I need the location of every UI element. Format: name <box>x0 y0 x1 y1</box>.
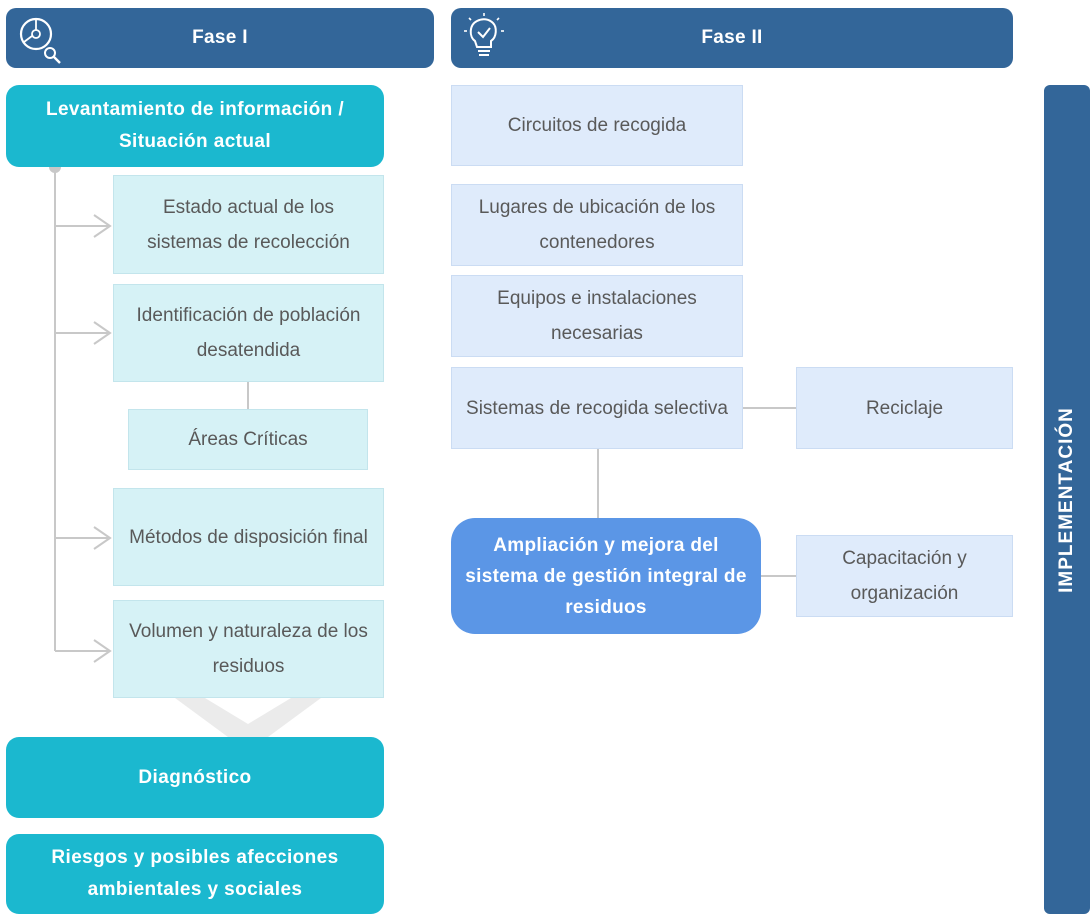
phase1-item-collection-status: Estado actual de los sistemas de recolec… <box>113 175 384 274</box>
recycling-label: Reciclaje <box>865 397 944 419</box>
branch-arrow-4 <box>55 639 112 663</box>
information-gathering-label: Levantamiento de información / Situación… <box>45 99 345 152</box>
risks-box: Riesgos y posibles afecciones ambientale… <box>6 834 384 914</box>
chart-magnifier-icon <box>19 17 61 64</box>
implementation-bar: IMPLEMENTACIÓN <box>1044 85 1090 914</box>
phase1-item-label: Volumen y naturaleza de los residuos <box>129 621 368 677</box>
risks-label: Riesgos y posibles afecciones ambientale… <box>51 847 339 900</box>
phase2-item-label: Sistemas de recogida selectiva <box>466 397 728 419</box>
branch-arrow-3 <box>55 526 112 550</box>
information-gathering-box: Levantamiento de información / Situación… <box>6 85 384 167</box>
phase2-item-equipment: Equipos e instalaciones necesarias <box>451 275 743 357</box>
phase1-header: Fase I <box>6 8 434 68</box>
system-expansion-label: Ampliación y mejora del sistema de gesti… <box>465 534 747 618</box>
implementation-label: IMPLEMENTACIÓN <box>1056 406 1077 593</box>
phase2-item-selective-collection: Sistemas de recogida selectiva <box>451 367 743 449</box>
phase2-item-label: Equipos e instalaciones necesarias <box>497 288 697 344</box>
phase2-header: Fase II <box>451 8 1013 68</box>
diagnosis-box: Diagnóstico <box>6 737 384 818</box>
phase1-item-unserved-population: Identificación de población desatendida <box>113 284 384 382</box>
critical-areas-label: Áreas Críticas <box>188 429 308 450</box>
phase1-item-label: Identificación de población desatendida <box>136 305 361 361</box>
phase2-item-collection-circuits: Circuitos de recogida <box>451 85 743 166</box>
phase2-title: Fase II <box>701 27 763 48</box>
phase1-item-waste-volume: Volumen y naturaleza de los residuos <box>113 600 384 698</box>
diagnosis-chevron <box>175 698 321 737</box>
branch-arrow-2 <box>55 321 112 345</box>
training-label: Capacitación y organización <box>842 548 967 604</box>
phase2-item-container-locations: Lugares de ubicación de los contenedores <box>451 184 743 266</box>
system-expansion-box: Ampliación y mejora del sistema de gesti… <box>451 518 761 634</box>
phase1-item-label: Métodos de disposición final <box>129 526 368 548</box>
critical-areas-box: Áreas Críticas <box>128 409 368 470</box>
phase1-item-label: Estado actual de los sistemas de recolec… <box>147 196 350 253</box>
phase2-item-label: Lugares de ubicación de los contenedores <box>478 197 716 253</box>
phase1-title: Fase I <box>192 27 248 48</box>
lightbulb-check-icon <box>464 13 504 56</box>
phase2-item-label: Circuitos de recogida <box>507 115 687 136</box>
training-box: Capacitación y organización <box>796 535 1013 617</box>
phase1-item-disposal-methods: Métodos de disposición final <box>113 488 384 586</box>
branch-arrow-1 <box>55 214 112 238</box>
recycling-box: Reciclaje <box>796 367 1013 449</box>
diagnosis-label: Diagnóstico <box>138 766 252 788</box>
